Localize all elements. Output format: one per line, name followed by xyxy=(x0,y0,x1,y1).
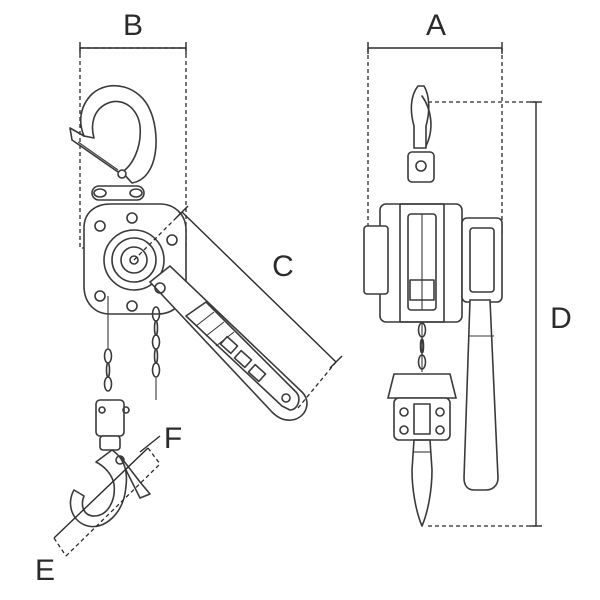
dimension-c-extension-bottom xyxy=(297,361,337,409)
side-housing xyxy=(363,203,503,491)
lever-pivot-bolt xyxy=(154,282,166,294)
lever-handle xyxy=(148,264,308,421)
top-swivel xyxy=(91,185,145,201)
side-chain-link-2 xyxy=(419,338,425,354)
side-top-hook xyxy=(407,85,435,183)
dimension-e-label: E xyxy=(35,554,55,587)
bottom-hook-latch xyxy=(119,455,151,499)
bottom-block-bolt-left xyxy=(98,406,106,414)
dimension-f: F xyxy=(139,422,182,455)
bottom-hook-body xyxy=(69,449,128,528)
lever-arm xyxy=(148,264,308,421)
side-bottom-yoke xyxy=(386,373,458,399)
slack-chain-link-3 xyxy=(151,334,161,350)
top-hook xyxy=(69,85,157,201)
dimension-e: E xyxy=(35,447,161,587)
dimension-f-tick xyxy=(139,435,161,453)
bottom-hook-latch-pin xyxy=(115,455,125,465)
bottom-hook-assembly xyxy=(69,399,151,528)
side-top-swivel xyxy=(407,151,435,183)
side-bottom-block-bolt-3 xyxy=(399,425,409,435)
slack-chain-link-5 xyxy=(151,362,161,378)
dimension-a: A xyxy=(367,9,503,234)
side-bottom-block-center xyxy=(413,403,431,435)
front-view: B xyxy=(35,9,343,587)
side-housing-chain-guide xyxy=(409,279,435,301)
dimension-c-label: C xyxy=(272,250,294,283)
housing-bolt-4 xyxy=(94,290,106,302)
bottom-swivel xyxy=(99,435,121,451)
side-top-hook-body xyxy=(410,85,430,149)
housing-bolt-5 xyxy=(126,300,138,312)
side-bottom-block-bolt-4 xyxy=(435,425,445,435)
front-chain xyxy=(103,296,161,400)
side-top-hook-edge xyxy=(421,95,432,147)
load-wheel-outer xyxy=(103,229,165,291)
load-wheel-middle xyxy=(111,237,157,283)
lever-grip-slot-2 xyxy=(233,349,253,369)
side-bottom-hook xyxy=(411,439,433,527)
bottom-block-bolt-right xyxy=(122,406,130,414)
lever-end-bolt xyxy=(281,393,291,403)
dimension-c-line xyxy=(181,211,337,363)
dimension-c: C xyxy=(133,205,343,409)
dimension-e-extension-upper xyxy=(147,447,161,465)
load-wheel-hub xyxy=(120,246,148,274)
dimension-e-extension-lower xyxy=(53,537,67,557)
side-chain-link-3 xyxy=(417,354,427,370)
side-bottom-assembly xyxy=(386,322,458,527)
bottom-block xyxy=(95,399,125,437)
front-chain-link-2 xyxy=(105,362,111,378)
side-housing-cover xyxy=(363,225,389,295)
top-hook-latch-edge xyxy=(77,141,119,171)
dimension-b-label: B xyxy=(123,9,143,42)
side-lever-mount-inner xyxy=(469,227,495,293)
top-swivel-right-eye xyxy=(129,188,143,198)
side-lever-mount xyxy=(461,217,503,303)
slack-chain-link-2 xyxy=(153,320,159,336)
load-wheel-axle xyxy=(129,255,139,265)
side-lever-handle xyxy=(463,299,499,491)
housing-bolt-2 xyxy=(126,212,138,224)
dimension-c-tick-top xyxy=(175,205,189,219)
dimension-d-label: D xyxy=(550,302,572,335)
top-hook-body xyxy=(79,85,157,184)
dimension-a-label: A xyxy=(426,9,446,42)
dimension-e-line xyxy=(53,447,149,539)
dimension-d: D xyxy=(428,101,572,527)
dimension-c-extension-top xyxy=(133,211,183,261)
lever-grip-slot-1 xyxy=(219,335,239,355)
front-chain-link-3 xyxy=(103,376,113,392)
side-chain-link-1 xyxy=(417,322,427,338)
side-bottom-block-bolt-1 xyxy=(399,407,409,417)
lever-grip xyxy=(185,301,300,411)
top-swivel-left-eye xyxy=(93,188,107,198)
housing-bolt-1 xyxy=(94,220,106,232)
dimension-f-label: F xyxy=(164,422,182,455)
side-bottom-block-bolt-2 xyxy=(435,407,445,417)
top-hook-latch xyxy=(69,127,119,173)
dimension-e-extension-outer xyxy=(65,463,161,557)
lever-grip-slot-3 xyxy=(247,363,267,383)
lever-grip-rib-2 xyxy=(205,321,225,337)
front-chain-link-1 xyxy=(103,348,113,364)
top-hook-pin xyxy=(117,169,127,179)
housing-bolt-3 xyxy=(166,234,178,246)
slack-chain-link-4 xyxy=(153,348,159,364)
side-housing-body xyxy=(379,203,463,323)
lever-grip-rib-1 xyxy=(195,311,215,327)
side-top-swivel-pin xyxy=(415,160,427,172)
side-view: A D xyxy=(363,9,572,527)
